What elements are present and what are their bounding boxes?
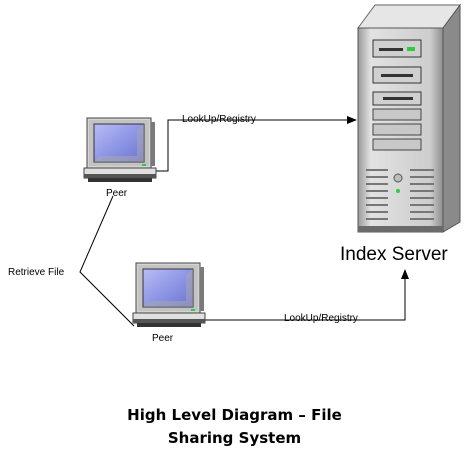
retrieve-file-connector — [79, 195, 135, 327]
peer-computer-icon — [83, 117, 157, 182]
peer-computer-icon — [132, 262, 206, 327]
retrieve-file-label: Retrieve File — [8, 267, 65, 278]
lookup-registry-label: LookUp/Registry — [182, 114, 256, 125]
index-server-label: Index Server — [340, 244, 448, 265]
lookup-connector-peer-2 — [205, 269, 409, 321]
server-tower-icon — [357, 3, 461, 233]
peer-label: Peer — [106, 188, 128, 199]
diagram-caption: High Level Diagram – File Sharing System — [0, 404, 469, 450]
lookup-connector-peer-1 — [155, 116, 357, 172]
caption-line-2: Sharing System — [167, 429, 302, 447]
peer-label: Peer — [152, 333, 174, 344]
lookup-registry-label: LookUp/Registry — [284, 313, 358, 324]
caption-line-1: High Level Diagram – File — [127, 406, 342, 424]
